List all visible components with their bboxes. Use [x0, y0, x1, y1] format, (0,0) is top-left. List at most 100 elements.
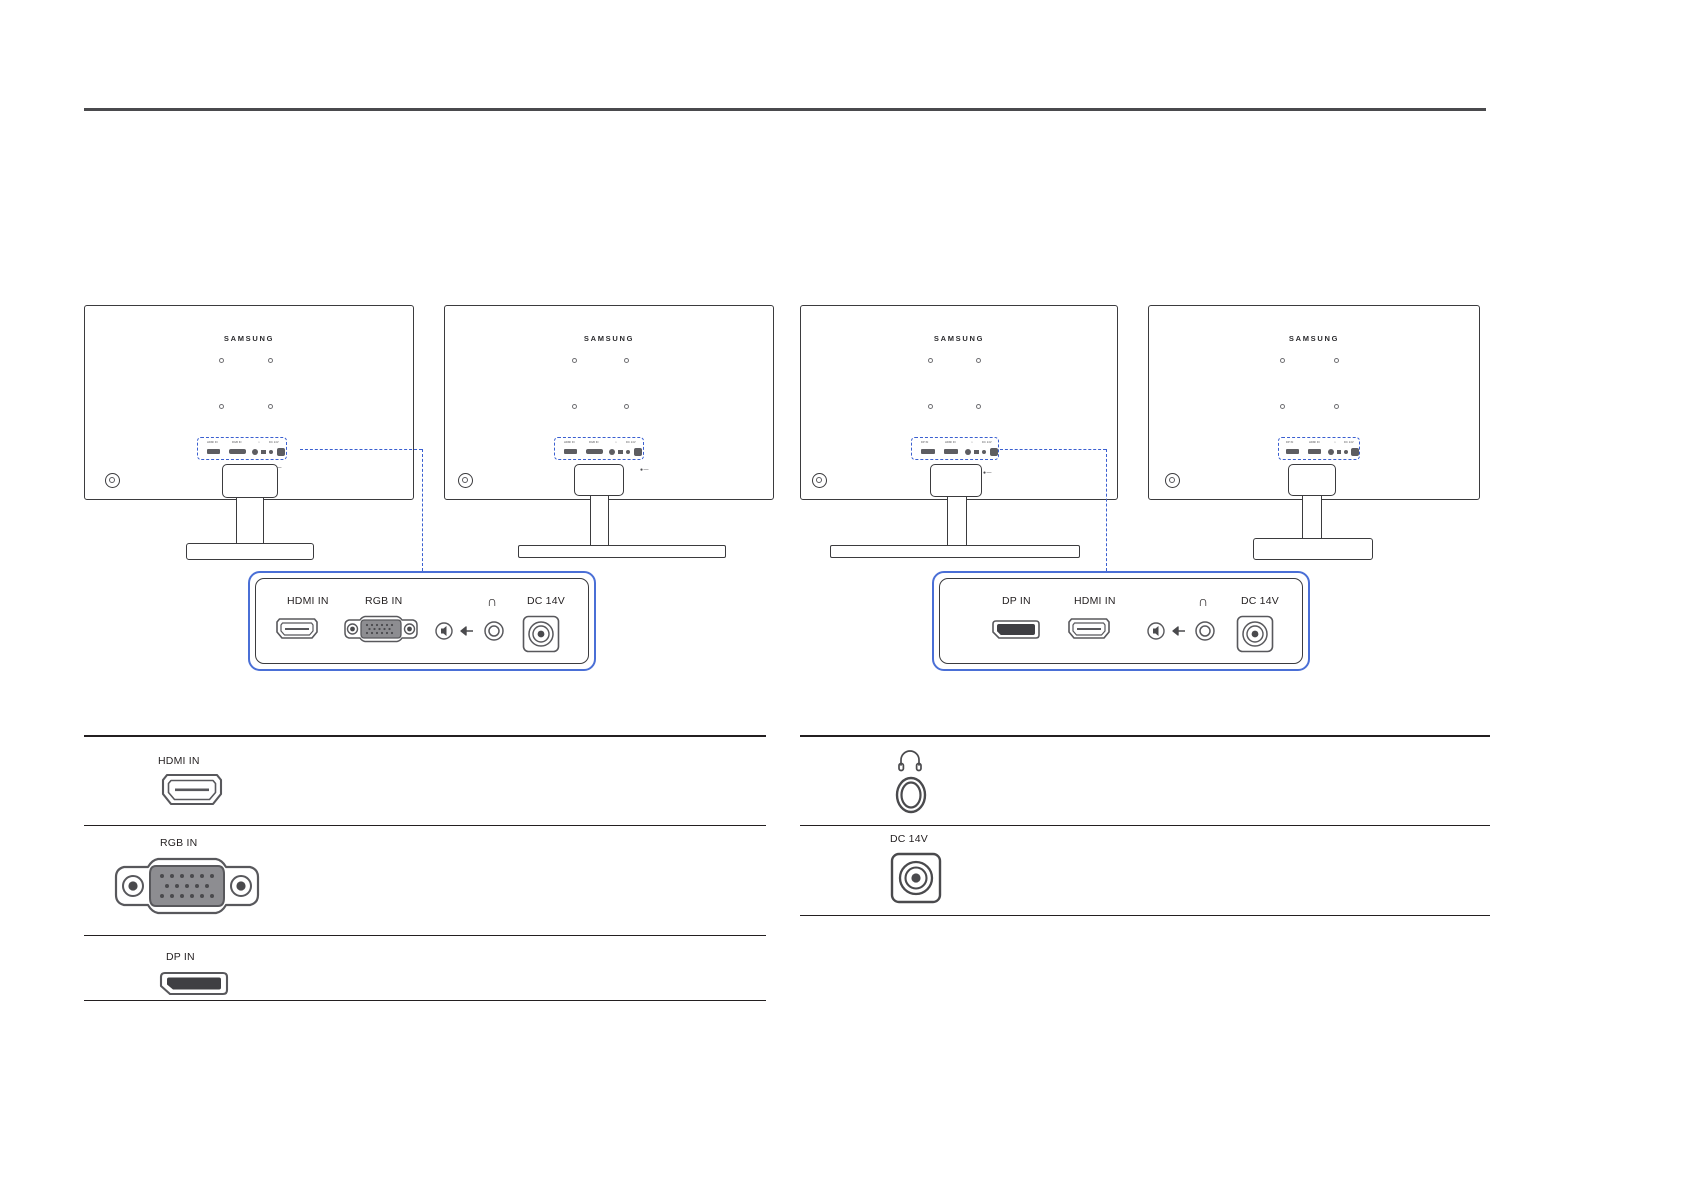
legend-row-headphone	[800, 735, 1490, 825]
stand-base	[518, 545, 726, 558]
mini-hdmi-port-icon	[564, 449, 577, 454]
mini-label-headphone: ∩	[615, 441, 617, 444]
mini-label-dp: DP IN	[921, 441, 929, 444]
hdmi-port-icon	[1066, 617, 1112, 641]
port-area-highlight: DP IN HDMI IN ∩ DC 14V	[1278, 437, 1360, 460]
joystick-control-icon	[458, 473, 473, 488]
mini-label-headphone: ∩	[258, 441, 260, 444]
vesa-hole	[219, 404, 224, 409]
vesa-hole	[976, 358, 981, 363]
mini-label-dc: DC 14V	[982, 441, 992, 444]
stand-neck	[236, 497, 264, 549]
mini-headphone-jack-icon	[982, 450, 986, 454]
legend-label-dc: DC 14V	[890, 833, 928, 845]
port-callout-panel-right: DP IN HDMI IN ∩ DC 14V	[932, 571, 1310, 671]
arrow-icon	[1170, 625, 1186, 637]
dc-power-jack-icon	[890, 852, 942, 904]
vesa-hole	[572, 404, 577, 409]
samsung-logo: SAMSUNG	[1288, 334, 1340, 343]
vesa-hole	[976, 404, 981, 409]
mini-arrow-icon	[618, 450, 623, 454]
legend-label-dp: DP IN	[166, 951, 195, 963]
speaker-icon	[1146, 621, 1166, 641]
vesa-hole	[928, 358, 933, 363]
stand-neck	[947, 496, 967, 551]
legend-row-hdmi: HDMI IN	[84, 735, 766, 825]
mini-headphone-jack-icon	[1344, 450, 1348, 454]
port-callout-inner-frame	[939, 578, 1303, 664]
callout-leader-horizontal	[1000, 449, 1106, 450]
mini-displayport-port-icon	[921, 449, 935, 454]
stand-neck-collar	[930, 464, 982, 497]
samsung-logo: SAMSUNG	[223, 334, 275, 343]
callout-leader-vertical	[1106, 449, 1107, 571]
vesa-hole	[1334, 404, 1339, 409]
dc-power-jack-icon	[522, 615, 560, 653]
vesa-hole	[1280, 358, 1285, 363]
vesa-hole	[1280, 404, 1285, 409]
monitor-figure-3: SAMSUNG ●— DP IN HDMI IN ∩ DC 14V	[800, 305, 1118, 558]
mini-vga-dsub-port-icon	[229, 449, 246, 454]
legend-row-dc: DC 14V	[800, 825, 1490, 915]
legend-rule	[800, 735, 1490, 738]
mini-hdmi-port-icon	[207, 449, 220, 454]
mini-vga-dsub-port-icon	[586, 449, 603, 454]
port-callout-panel-left: HDMI IN RGB IN ∩ DC 14V	[248, 571, 596, 671]
vesa-hole	[1334, 358, 1339, 363]
samsung-logo: SAMSUNG	[933, 334, 985, 343]
callout-label-hdmi: HDMI IN	[287, 595, 329, 607]
stand-neck-collar	[222, 464, 278, 498]
mini-label-rgb: RGB IN	[589, 441, 599, 444]
kensington-lock-icon: ●—	[640, 467, 650, 473]
callout-leader-horizontal	[300, 449, 422, 450]
legend-rule	[800, 915, 1490, 917]
monitor-figure-1: SAMSUNG ●— HDMI IN RGB IN ∩ DC 14V	[84, 305, 414, 560]
hdmi-port-icon	[159, 772, 225, 808]
mini-hdmi-port-icon	[944, 449, 958, 454]
monitor-figure-2: SAMSUNG ●— HDMI IN RGB IN ∩ DC 14V	[444, 305, 774, 558]
stand-neck	[590, 495, 609, 551]
samsung-logo: SAMSUNG	[583, 334, 635, 343]
joystick-control-icon	[812, 473, 827, 488]
page-top-rule	[84, 108, 1486, 111]
vesa-hole	[268, 404, 273, 409]
vga-dsub-port-icon	[112, 857, 262, 915]
callout-label-headphone: ∩	[1198, 593, 1209, 609]
legend-label-hdmi: HDMI IN	[158, 755, 200, 767]
callout-label-headphone: ∩	[487, 593, 498, 609]
mini-label-hdmi: HDMI IN	[945, 441, 956, 444]
headphone-symbol-icon	[896, 749, 924, 773]
vga-dsub-port-icon	[343, 615, 419, 643]
mini-speaker-icon	[965, 449, 971, 455]
mini-arrow-icon	[974, 450, 979, 454]
mini-dc-power-jack-icon	[634, 448, 642, 456]
dc-power-jack-icon	[1236, 615, 1274, 653]
headphone-jack-icon	[1193, 619, 1217, 643]
mini-arrow-icon	[261, 450, 266, 454]
mini-dc-power-jack-icon	[1351, 448, 1359, 456]
legend-rule	[84, 825, 766, 827]
joystick-control-icon	[105, 473, 120, 488]
legend-rule	[84, 1000, 766, 1002]
mini-label-dp: DP IN	[1286, 441, 1294, 444]
stand-neck	[1302, 495, 1322, 543]
displayport-port-icon	[158, 970, 230, 1000]
legend-row-rgb: RGB IN	[84, 825, 766, 935]
stand-base	[1253, 538, 1373, 560]
vesa-hole	[928, 404, 933, 409]
arrow-icon	[458, 625, 474, 637]
mini-arrow-icon	[1337, 450, 1341, 454]
port-callout-inner-frame	[255, 578, 589, 664]
mini-headphone-jack-icon	[626, 450, 630, 454]
vesa-hole	[624, 404, 629, 409]
mini-label-headphone: ∩	[1334, 441, 1336, 444]
stand-neck-collar	[574, 464, 624, 496]
speaker-icon	[434, 621, 454, 641]
stand-base	[830, 545, 1080, 558]
mini-headphone-jack-icon	[269, 450, 273, 454]
port-area-highlight: DP IN HDMI IN ∩ DC 14V	[911, 437, 999, 460]
headphone-jack-icon	[894, 775, 928, 815]
mini-label-hdmi: HDMI IN	[207, 441, 218, 444]
port-area-highlight: HDMI IN RGB IN ∩ DC 14V	[197, 437, 287, 460]
